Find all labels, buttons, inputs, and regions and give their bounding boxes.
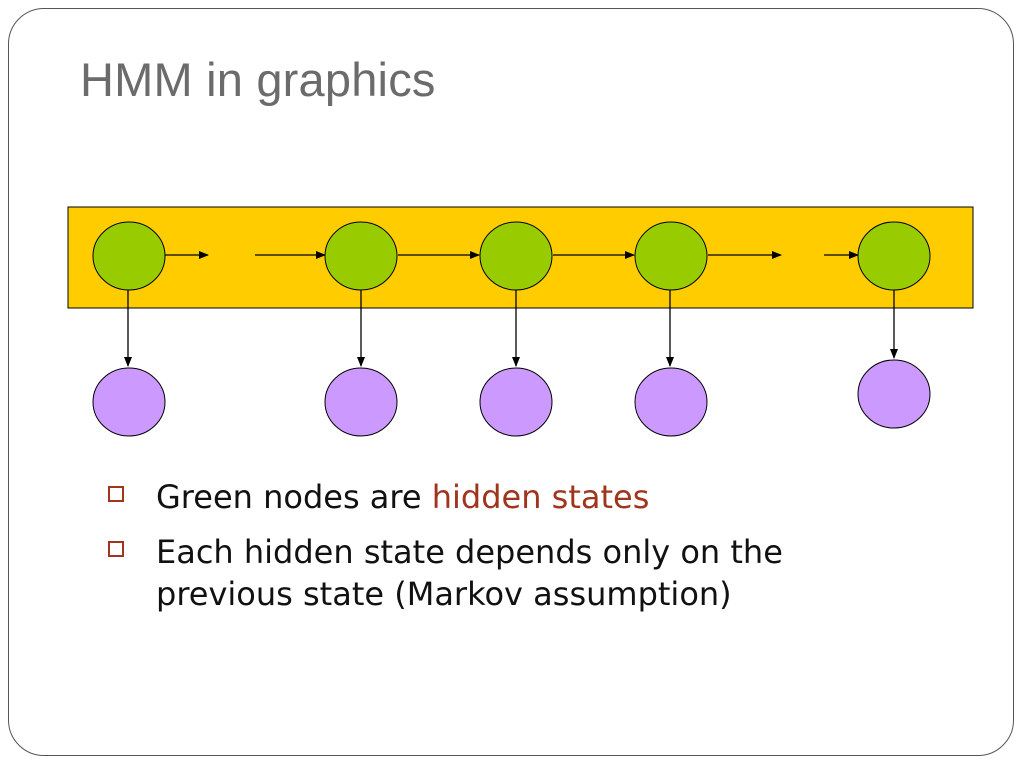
observed-node: [324, 367, 398, 437]
slide-title: HMM in graphics: [80, 53, 436, 106]
hollow-square-bullet-icon: [108, 541, 124, 557]
hidden-state-node: [634, 221, 708, 291]
hidden-state-node: [857, 221, 931, 291]
hidden-state-node: [92, 221, 166, 291]
bullet-item: Each hidden state depends only on the pr…: [108, 531, 928, 615]
observed-node: [857, 359, 931, 429]
bullet-text: Each hidden state depends only on the pr…: [156, 533, 783, 613]
hidden-state-node: [479, 221, 553, 291]
observed-node: [479, 367, 553, 437]
observed-node: [634, 367, 708, 437]
bullet-item: Green nodes are hidden states: [108, 476, 928, 518]
observed-node: [92, 367, 166, 437]
hidden-state-node: [324, 221, 398, 291]
hollow-square-bullet-icon: [108, 486, 124, 502]
bullet-highlight: hidden states: [431, 478, 650, 516]
bullet-text: Green nodes are: [156, 478, 432, 516]
bullet-list: Green nodes are hidden states Each hidde…: [108, 476, 928, 628]
